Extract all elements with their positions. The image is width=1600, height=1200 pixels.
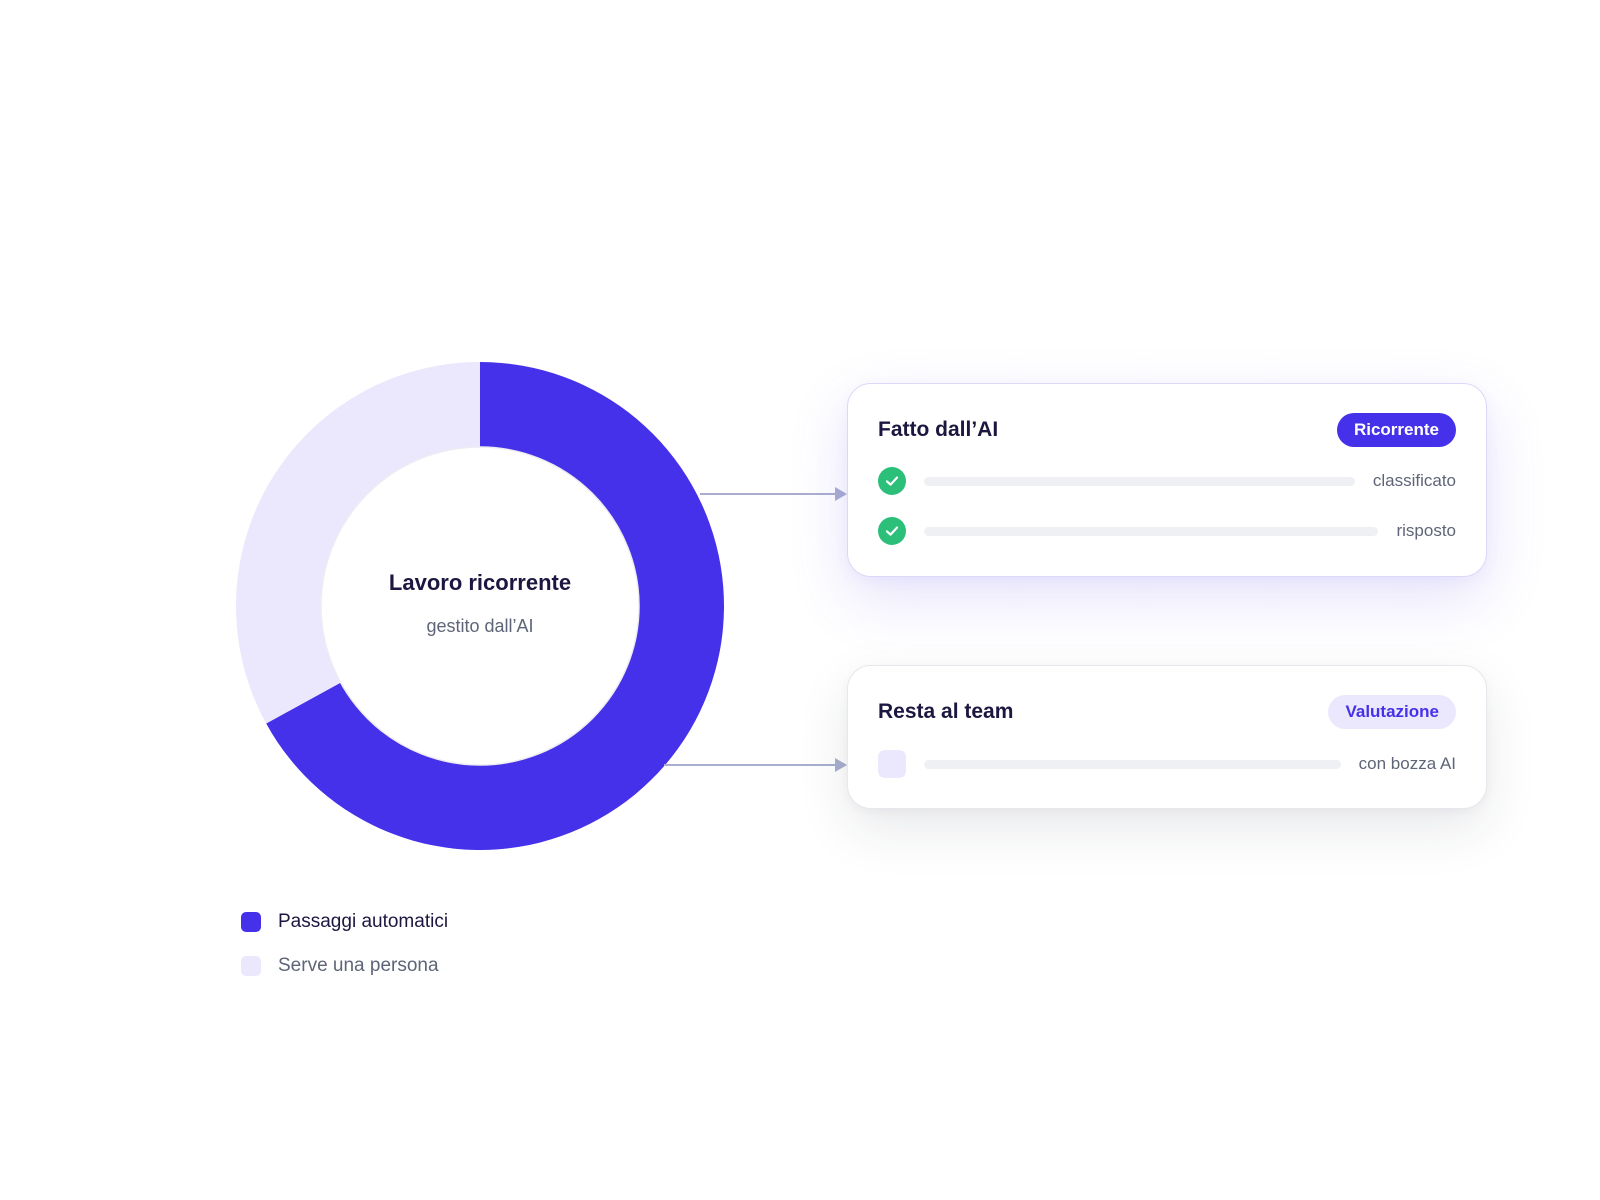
connector-arrowhead-team [835,758,847,772]
task-progress-track [924,759,1341,769]
legend-swatch-human [241,956,261,976]
donut-slice-automatic [266,362,724,850]
card-header: Resta al team Valutazione [878,695,1456,729]
task-progress-track [924,476,1355,486]
check-icon [878,467,906,495]
legend-label-automatic: Passaggi automatici [278,911,449,932]
task-row-classified: classificato [878,466,1456,496]
task-label: classificato [1372,471,1456,490]
legend-item-automatic: Passaggi automatici [241,910,448,934]
connector-arrowhead-ai [835,487,847,501]
task-row-ai-draft: con bozza AI [878,749,1456,779]
status-badge-recurring: Ricorrente [1336,413,1456,447]
legend-swatch-automatic [241,912,261,932]
task-label: con bozza AI [1358,754,1456,773]
task-progress-track [924,526,1379,536]
card-header: Fatto dall’AI Ricorrente [878,413,1456,447]
donut-slice-human [236,362,480,724]
legend-label-human: Serve una persona [278,955,439,976]
card-done-by-ai: Fatto dall’AI Ricorrente classificato ri… [847,383,1487,577]
legend-item-human: Serve una persona [241,954,448,978]
status-badge-evaluation: Valutazione [1328,695,1456,729]
chart-legend: Passaggi automatici Serve una persona [241,910,448,998]
card-title: Fatto dall’AI [878,418,999,441]
pending-box-icon [878,750,906,778]
card-title: Resta al team [878,700,1014,723]
check-icon [878,517,906,545]
donut-hole [320,446,640,766]
donut-chart [236,362,724,850]
donut-center: Lavoro ricorrente gestito dall’AI [324,450,636,762]
task-row-answered: risposto [878,516,1456,546]
donut-center-subtitle: gestito dall’AI [426,615,534,636]
task-label: risposto [1396,521,1456,540]
card-stays-with-team: Resta al team Valutazione con bozza AI [847,665,1487,809]
donut-center-title: Lavoro ricorrente [388,569,572,595]
